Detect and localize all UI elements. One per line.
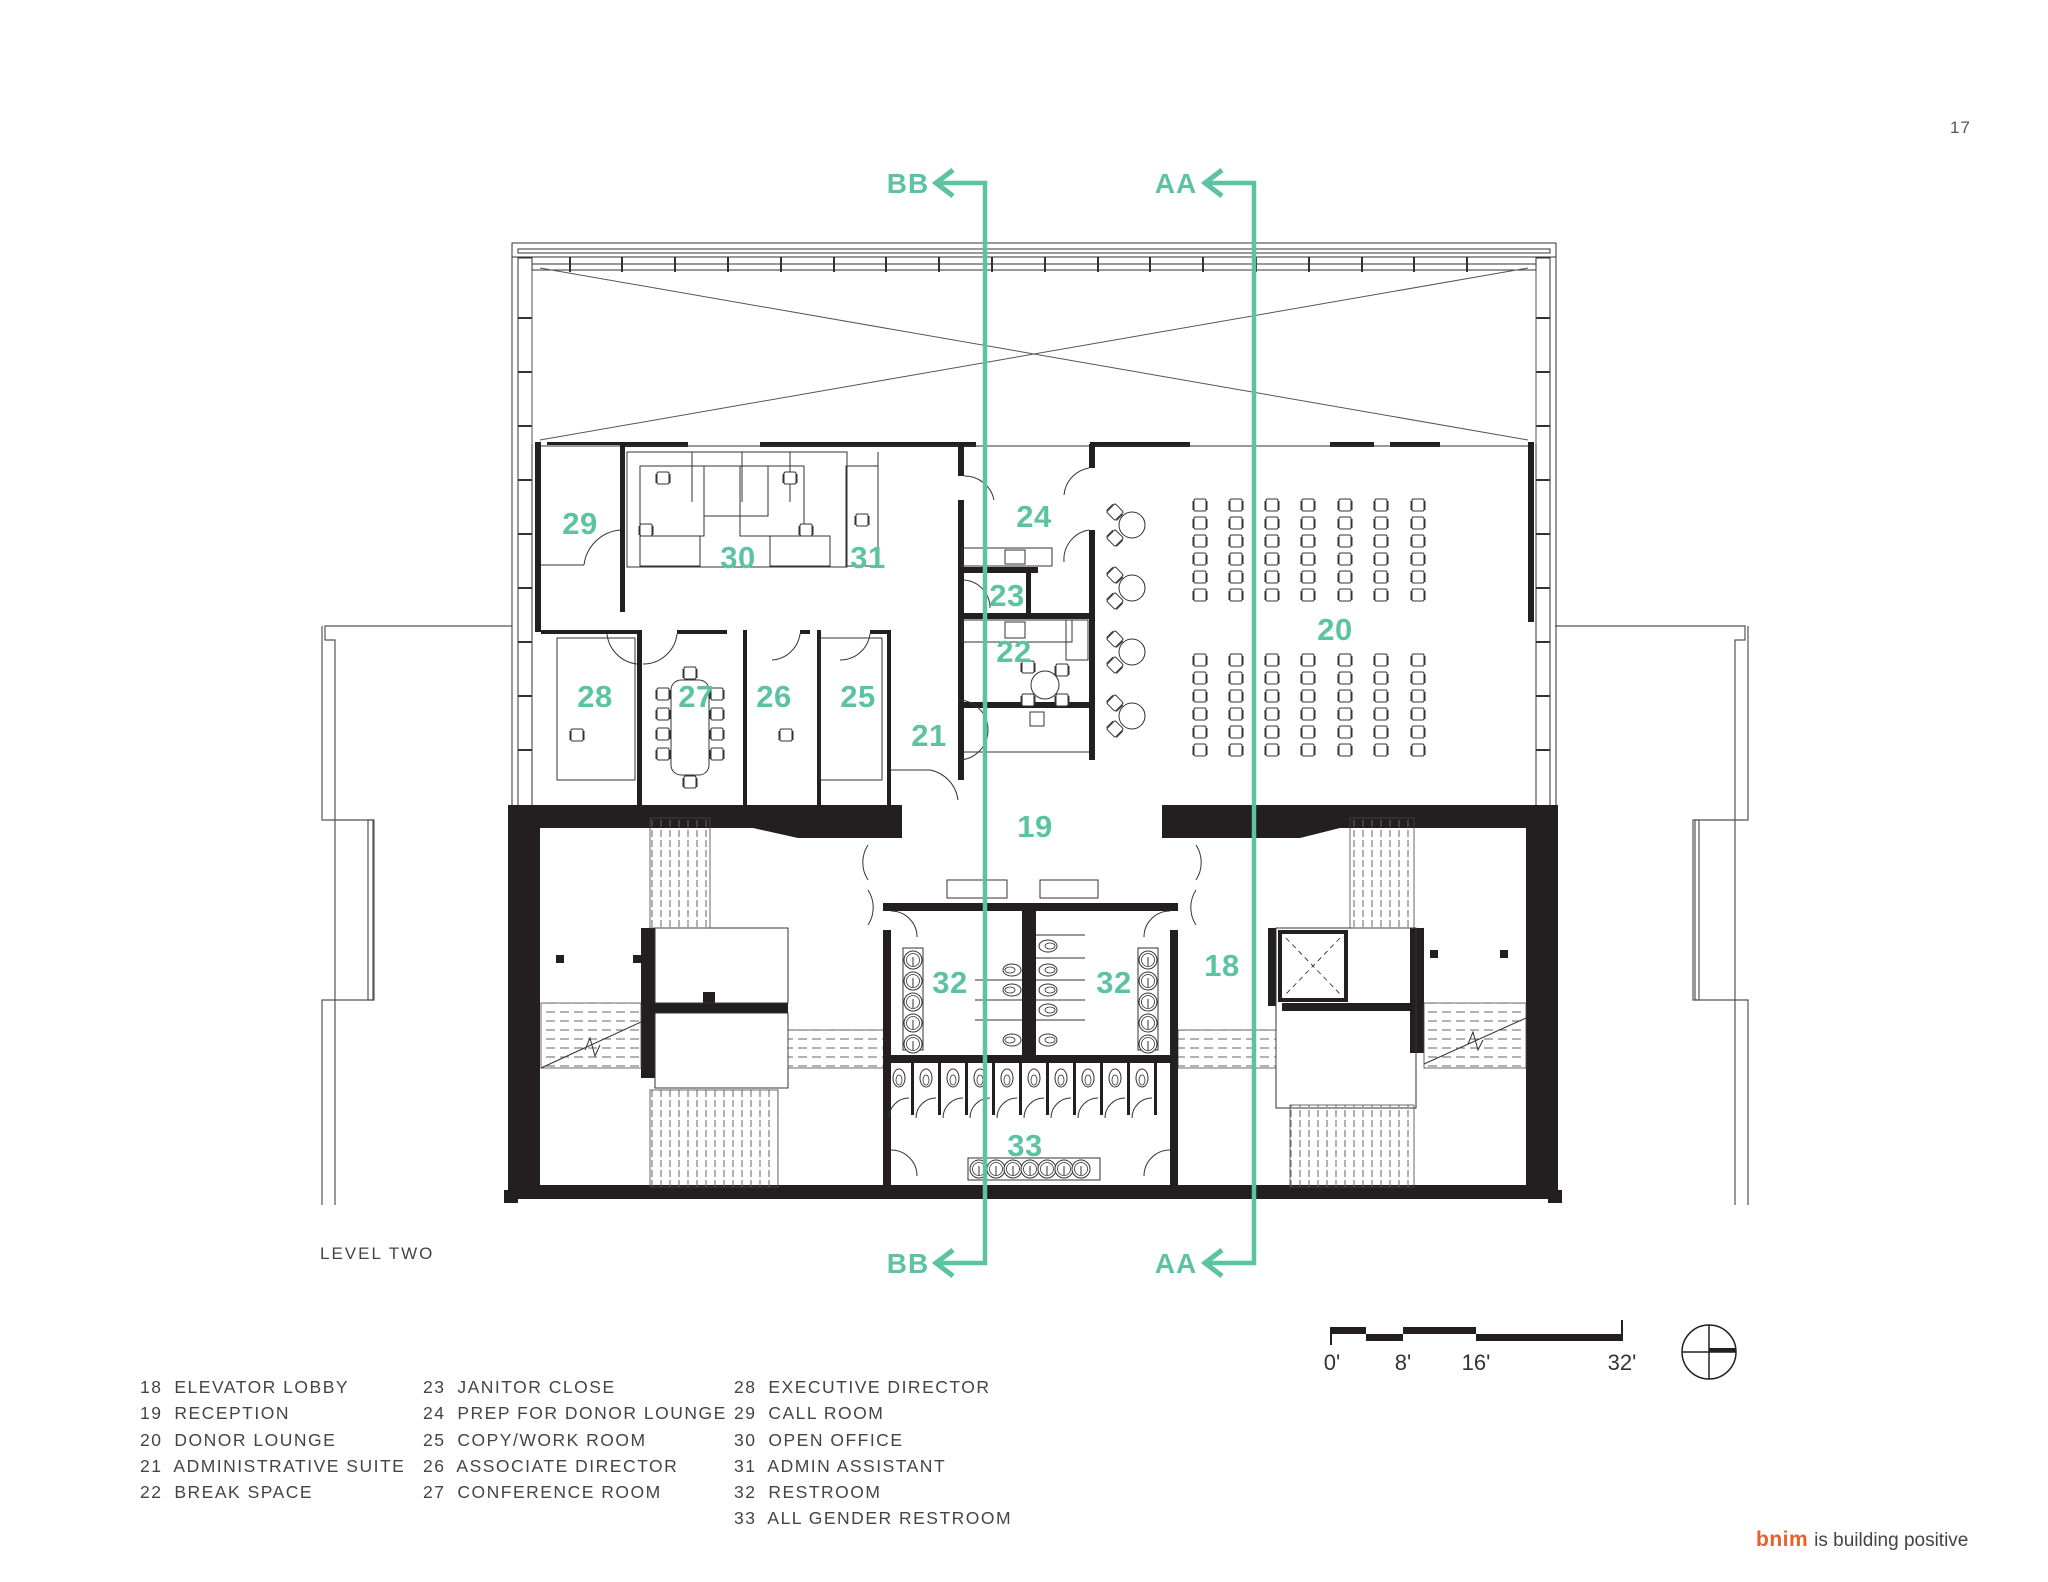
core-rooms-22-23-24 [958, 444, 1095, 780]
scale-tick-16: 16' [1461, 1350, 1491, 1375]
legend-item: 23 JANITOR CLOSE [423, 1377, 616, 1397]
legend-item: 19 RECEPTION [140, 1403, 290, 1424]
room-label-32-men: 32 [932, 965, 968, 1000]
room-label-23: 23 [989, 578, 1025, 613]
restroom-block-walls [883, 903, 1178, 1190]
legend-item: 27 CONFERENCE ROOM [423, 1482, 662, 1503]
room-label-18: 18 [1204, 948, 1240, 983]
donor-lounge-seating-rows [1192, 498, 1426, 757]
legend-column-3: 28 EXECUTIVE DIRECTOR 29 CALL ROOM 30 OP… [734, 1374, 1012, 1532]
room-label-20: 20 [1317, 612, 1353, 647]
scale-tick-0: 0' [1323, 1350, 1341, 1375]
room-label-29: 29 [562, 506, 598, 541]
legend-item: 21 ADMINISTRATIVE SUITE [140, 1455, 406, 1476]
room-label-32-women: 32 [1096, 965, 1132, 1000]
section-marker-aa-bottom: AA [1154, 1248, 1198, 1279]
room-label-19: 19 [1017, 809, 1053, 844]
legend-item: 33 ALL GENDER RESTROOM [734, 1508, 1013, 1529]
private-offices [541, 630, 891, 805]
scale-tick-32: 32' [1607, 1350, 1637, 1375]
room-label-28: 28 [577, 679, 613, 714]
legend-item: 25 COPY/WORK ROOM [423, 1429, 647, 1450]
legend-item: 28 EXECUTIVE DIRECTOR [734, 1377, 991, 1397]
room-label-24: 24 [1016, 499, 1052, 534]
room-label-27: 27 [678, 679, 714, 714]
room-label-30: 30 [720, 540, 756, 575]
section-marker-bb-bottom: BB [886, 1248, 930, 1279]
lower-core-walls [504, 805, 1562, 1203]
upper-north-wall [535, 442, 1534, 632]
elevator-car [1278, 930, 1348, 1002]
section-cut-lines [931, 168, 1257, 1278]
legend-item: 30 OPEN OFFICE [734, 1429, 904, 1450]
legend-item: 22 BREAK SPACE [140, 1482, 314, 1503]
legend-item: 24 PREP FOR DONOR LOUNGE [423, 1403, 727, 1424]
section-marker-aa-top: AA [1154, 168, 1198, 199]
mullions-side [518, 317, 1550, 751]
legend-item: 18 ELEVATOR LOBBY [140, 1377, 350, 1397]
scale-bar [1330, 1320, 1623, 1345]
stair-treads [540, 817, 1527, 1188]
legend-column-2: 23 JANITOR CLOSE 24 PREP FOR DONOR LOUNG… [423, 1374, 727, 1505]
legend-item: 26 ASSOCIATE DIRECTOR [423, 1455, 679, 1476]
legend-item: 31 ADMIN ASSISTANT [734, 1455, 947, 1476]
north-arrow-icon [1681, 1324, 1737, 1380]
exterior-balcony-left [321, 625, 512, 1205]
room-label-26: 26 [756, 679, 792, 714]
open-to-below-void [531, 267, 1537, 444]
section-marker-bb-top: BB [886, 168, 930, 199]
room-label-22: 22 [996, 634, 1032, 669]
bnim-logo: bnim [1756, 1528, 1809, 1551]
level-title: LEVEL TWO [320, 1244, 435, 1263]
room-label-31: 31 [850, 540, 886, 575]
exterior-balcony-right [1555, 625, 1749, 1205]
brand-tagline: is building positive [1814, 1530, 1969, 1551]
reception-doors [862, 844, 1202, 926]
mullions-top [569, 257, 1468, 272]
room-label-25: 25 [840, 679, 876, 714]
all-gender-stalls [911, 1063, 1157, 1115]
legend-item: 32 RESTROOM [734, 1482, 882, 1503]
open-office-area [541, 444, 879, 612]
donor-lounge-table-chairs [1105, 502, 1125, 739]
scale-tick-8: 8' [1394, 1350, 1412, 1375]
room-label-33: 33 [1007, 1128, 1043, 1163]
legend-item: 29 CALL ROOM [734, 1403, 885, 1424]
page-number: 17 [1950, 118, 1971, 137]
donor-lounge-round-tables [1118, 511, 1146, 730]
legend-column-1: 18 ELEVATOR LOBBY 19 RECEPTION 20 DONOR … [140, 1374, 405, 1505]
legend-item: 20 DONOR LOUNGE [140, 1429, 337, 1450]
room-label-21: 21 [911, 718, 947, 753]
